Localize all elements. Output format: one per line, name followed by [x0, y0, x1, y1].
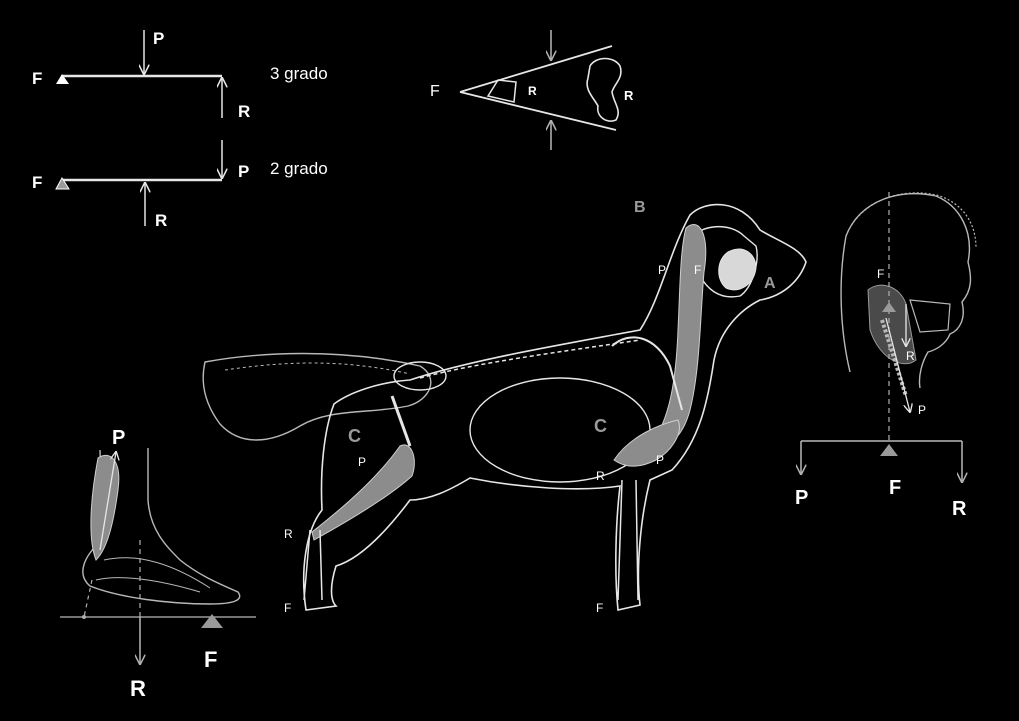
lever-third-grade: F P R 3 grado [32, 29, 328, 121]
heel-point [82, 615, 86, 619]
effort-label: P [112, 427, 125, 449]
lever-resistance-label: R [952, 498, 967, 520]
lever-effort-label: P [795, 487, 808, 509]
dog-rib-cage [470, 378, 650, 482]
dog-tail-vertebrae [225, 363, 410, 374]
fulcrum-label: F [32, 69, 42, 88]
lever-fulcrum-label: F [889, 477, 901, 499]
fulcrum-label: F [877, 267, 884, 281]
region-c-fore-label: C [594, 416, 607, 436]
neck-muscle-b [650, 225, 706, 448]
fulcrum-label: F [204, 647, 217, 672]
small-object-outline [488, 80, 516, 102]
fulcrum-label: F [430, 83, 440, 100]
fore-effort-label: P [656, 453, 664, 467]
forelimb-muscle-c [614, 420, 679, 466]
dog-hind-lower-leg [304, 530, 322, 600]
dog-spine [420, 340, 640, 378]
fulcrum-label: F [32, 173, 42, 192]
resistance-label: R [238, 102, 250, 121]
hind-fulcrum-label: F [284, 601, 291, 615]
resistance-inner-label: R [528, 84, 537, 98]
wedge-jaw-diagram: F R R [430, 30, 634, 150]
effort-label: P [153, 29, 164, 48]
resistance-label: R [906, 349, 915, 363]
fore-fulcrum-label: F [596, 601, 603, 615]
dog-tail-outline [203, 354, 431, 441]
lever-grade-title: 2 grado [270, 159, 328, 178]
dog-skeleton-drawing: B A C C P F P R F P R F [203, 199, 806, 615]
dog-hind-femur [392, 396, 410, 446]
resistance-label: R [155, 211, 167, 230]
effort-label: P [918, 403, 926, 417]
hind-resistance-label: R [284, 527, 293, 541]
fulcrum-triangle-icon [201, 614, 223, 628]
large-object-outline [587, 59, 621, 122]
effort-label: P [238, 162, 249, 181]
lever-second-grade: F P R 2 grado [32, 140, 328, 230]
hind-effort-label: P [358, 455, 366, 469]
calf-muscle [91, 455, 119, 560]
dog-front-lower-leg [618, 480, 638, 600]
region-c-hind-label: C [348, 426, 361, 446]
human-head-diagram: F R P P F R [795, 192, 976, 520]
head-fulcrum-label: F [694, 263, 701, 277]
region-b-label: B [634, 199, 646, 216]
heel-axis-dashed [84, 580, 92, 617]
resistance-label: R [130, 676, 146, 701]
head-hair-outline [846, 193, 976, 248]
fulcrum-triangle-icon [880, 444, 898, 456]
foot-diagram: P R F [60, 427, 256, 701]
region-a-label: A [764, 275, 776, 292]
fore-resistance-label: R [596, 469, 605, 483]
jaw-skull-detail [910, 300, 950, 332]
foot-bones [96, 558, 210, 592]
resistance-outer-label: R [624, 88, 634, 103]
lever-grade-title: 3 grado [270, 64, 328, 83]
head-effort-label: P [658, 263, 666, 277]
